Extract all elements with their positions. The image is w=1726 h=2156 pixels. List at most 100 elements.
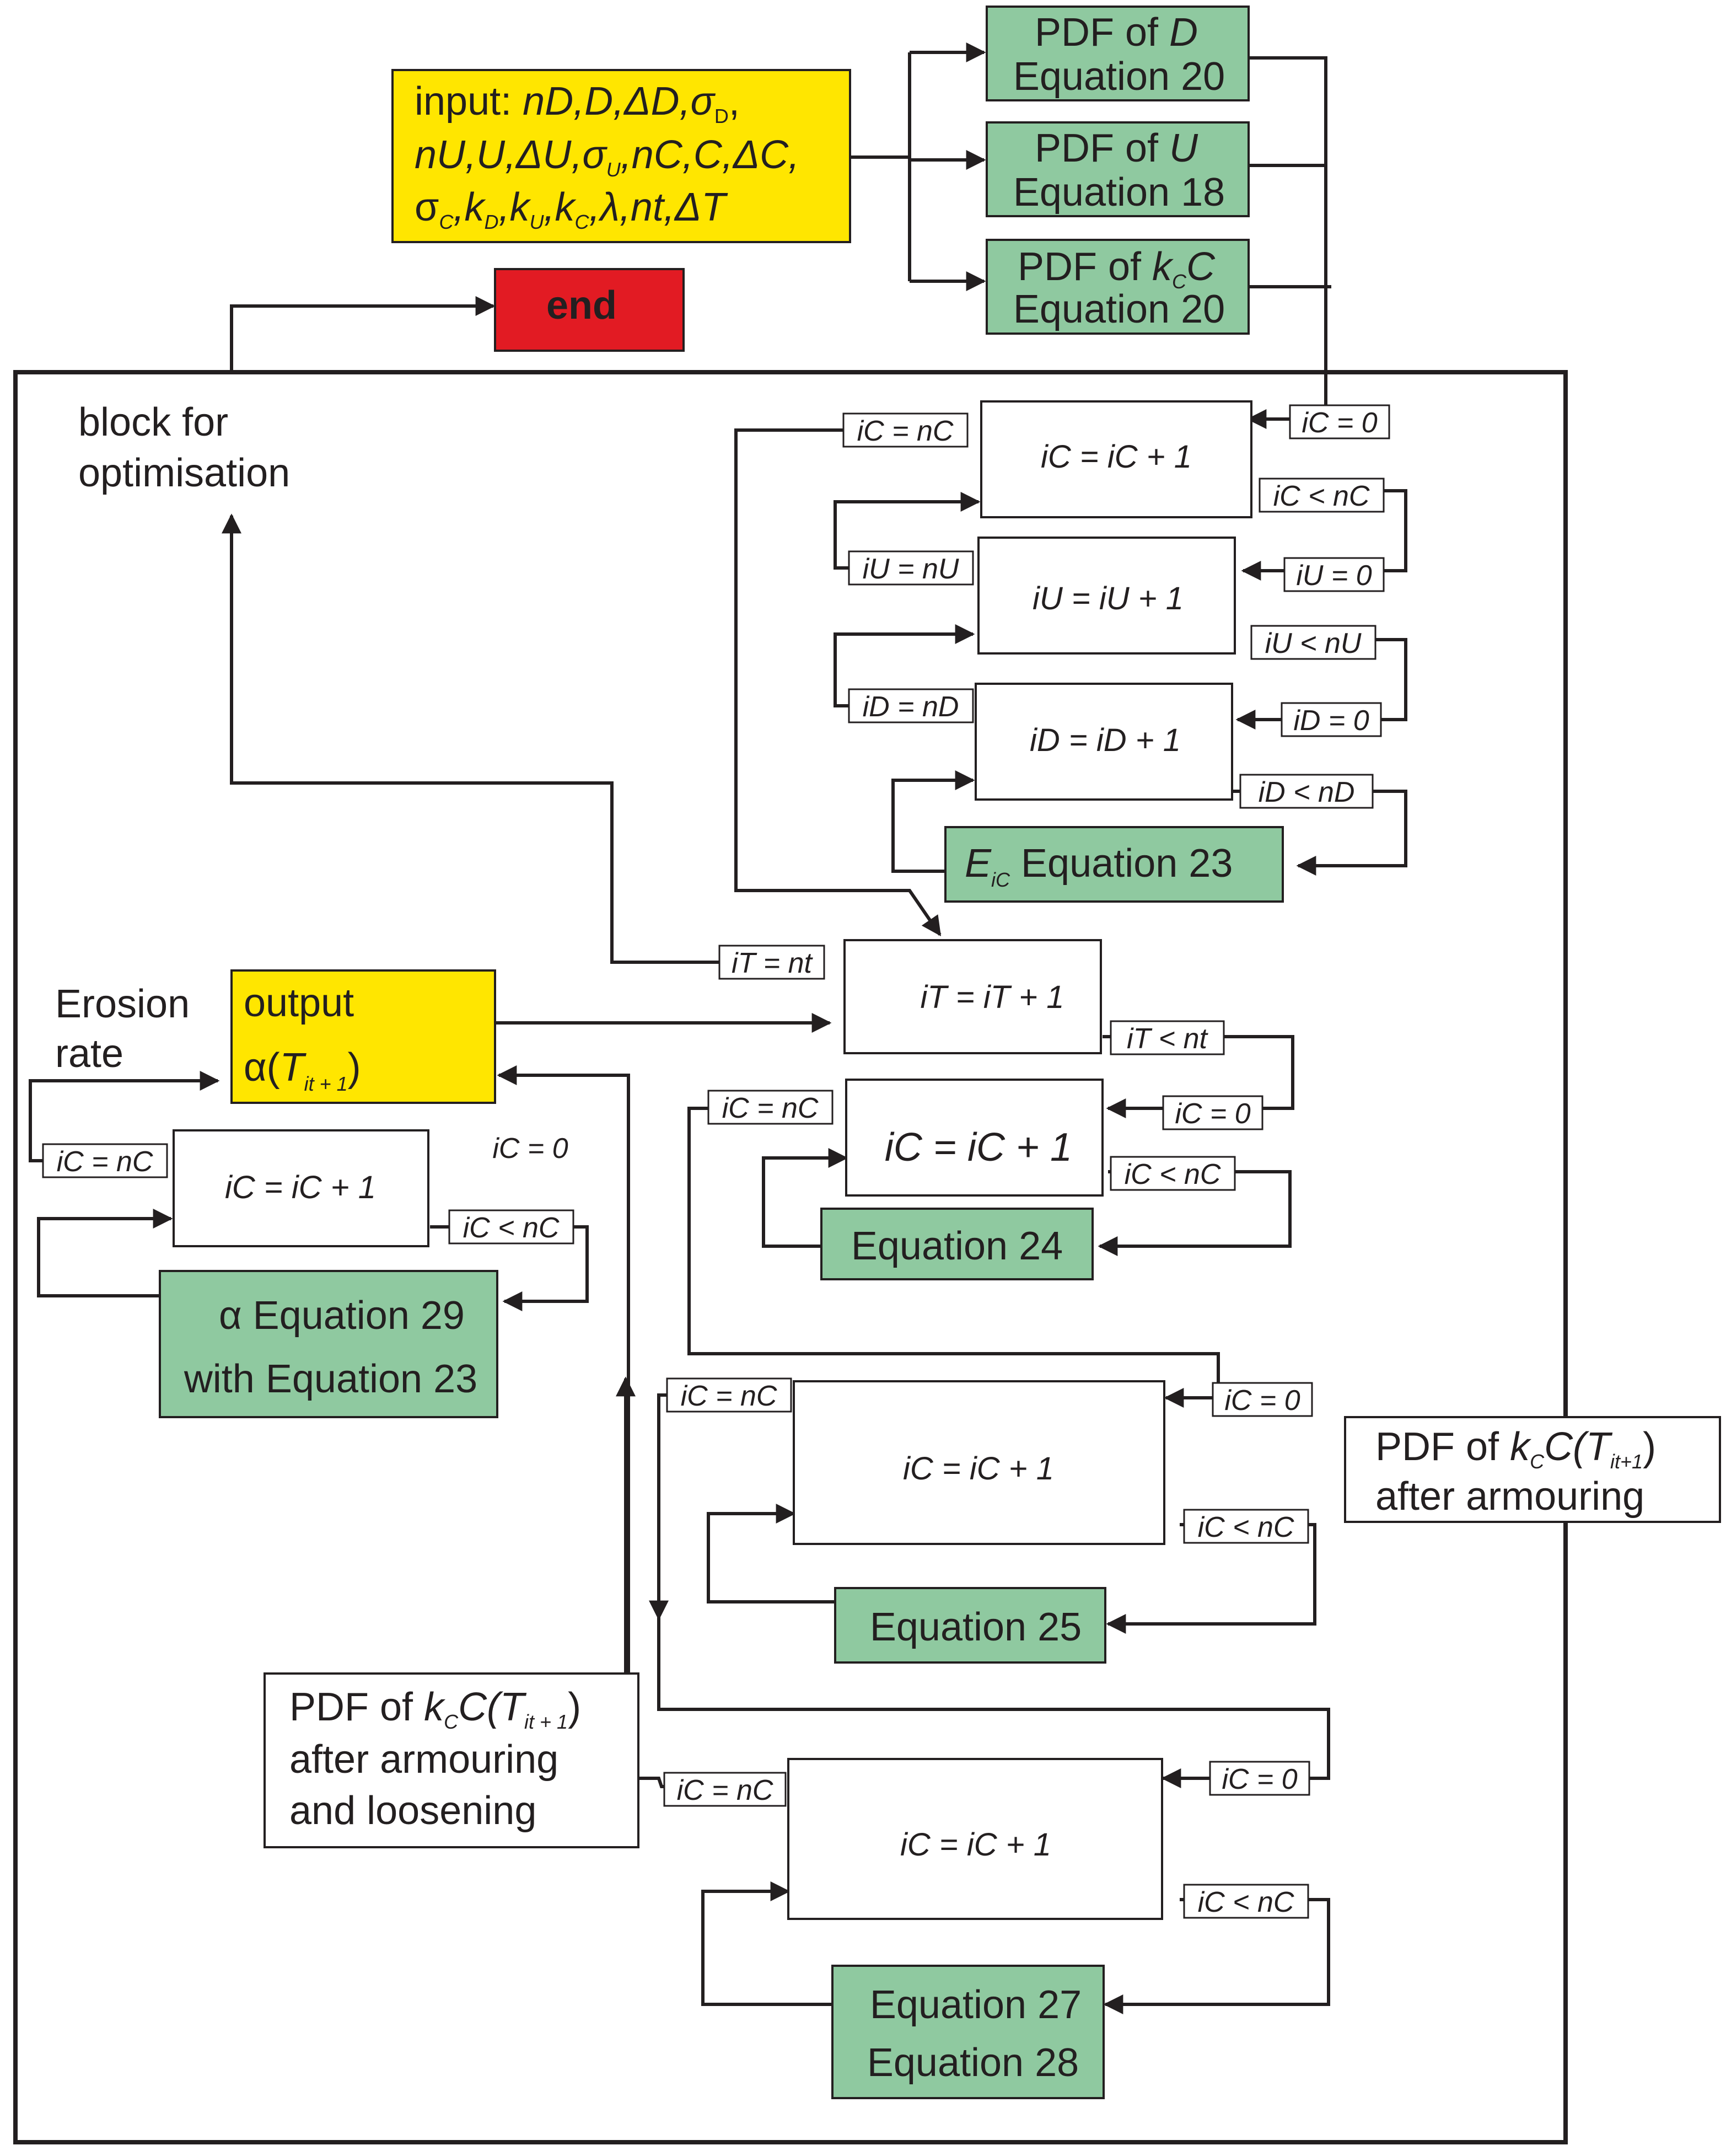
svg-text:PDF of kCC(Tit + 1): PDF of kCC(Tit + 1) [289,1685,581,1733]
eq24-return-arrow [762,1148,848,1248]
loop-eq25-exit: iC = nC [681,1380,777,1412]
pdf-d-box: PDF of D Equation 20 [986,6,1250,101]
eq27-exit-arrow [497,1065,667,1788]
input-line1-sub: D [714,105,729,127]
loop-eq27-exit: iC = nC [677,1774,773,1806]
loop-id-init: iD = 0 [1293,705,1369,737]
pdf-loosen-title: PDF of [289,1685,424,1729]
pdf-d-equation: Equation 20 [1013,55,1225,99]
end-label: end [546,283,617,328]
loop-it: iT = iT + 1 iT = nt iT < nt [718,939,1225,1055]
input-line2: nU,U,ΔU,σ [415,133,607,177]
svg-text:PDF of kCC(Tit+1): PDF of kCC(Tit+1) [1375,1425,1656,1473]
erosion-line2: rate [55,1032,123,1076]
block-label-line2: optimisation [78,451,290,495]
eq27-line2: Equation 28 [867,2041,1079,2085]
pdf-d-title: PDF of [1035,10,1169,55]
loop-eq25-init: iC = 0 [1224,1385,1300,1417]
loop-eq27-body: iC = iC + 1 [900,1827,1051,1863]
input-k2: ,k [498,185,531,229]
input-prefix: input: [415,79,523,124]
loop-eq25-body: iC = iC + 1 [903,1451,1054,1487]
eq27-box: Equation 27 Equation 28 [831,1965,1105,2099]
input-k1: ,k [453,185,486,229]
loop-alpha: iC = iC + 1 iC = nC iC = 0 iC < nC [42,1129,574,1247]
loop-alpha-body: iC = iC + 1 [225,1170,376,1205]
eq25-label: Equation 25 [870,1605,1082,1649]
output-t: T [280,1045,307,1090]
input-line2-sub: U [606,158,621,181]
end-box: end [494,268,685,352]
alpha-exit-arrow [29,1071,220,1162]
alpha-return-arrow [37,1209,173,1297]
loop-ic-top-init: iC = 0 [1302,407,1377,439]
svg-text:PDF of D: PDF of D [1035,10,1198,55]
eq24-exit-line [687,1107,1220,1398]
pdf-loosen-line2: after armouring [289,1737,558,1782]
block-label-line1: block for [78,400,228,444]
loop-eq27-init: iC = 0 [1222,1763,1297,1795]
iu-exit-arrow [834,492,981,570]
pdf-loosen-t: T [500,1685,527,1729]
pdf-kc-c: C [1186,245,1216,289]
loop-ic-top-body: iC = iC + 1 [1041,439,1192,475]
loop-eq27-cont: iC < nC [1198,1886,1294,1918]
pdf-loosen-sub: C [444,1710,459,1733]
loop-eq24-body: iC = iC + 1 [885,1125,1072,1170]
loop-iu-cont: iU < nU [1265,628,1362,659]
eq24-label: Equation 24 [851,1224,1063,1268]
erosion-line1: Erosion [55,982,190,1026]
pdf-loosen-box: PDF of kCC(Tit + 1) after armouring and … [264,1672,639,1848]
pdf-loosen-close: ) [568,1685,581,1729]
optimisation-block-frame [13,370,1568,2144]
eq27-return-arrow [701,1881,832,2006]
it-exit-arrow [222,513,722,964]
input-box: input: nD,D,ΔD,σD, nU,U,ΔU,σU,nC,C,ΔC, σ… [391,69,851,243]
pdf-kc-k: k [1152,245,1174,289]
svg-text:α(Tit + 1): α(Tit + 1) [244,1045,361,1095]
loop-eq24: iC = iC + 1 iC = nC iC = 0 iC < nC [707,1079,1263,1197]
pdf-kc-box: PDF of kCC Equation 20 [986,239,1250,335]
pdf-kc-title: PDF of [1018,245,1152,289]
ic-top-exit-arrow [734,428,942,936]
eic-e: E [965,841,992,886]
loop-alpha-cont: iC < nC [463,1212,560,1244]
alpha-eq-line2: with Equation 23 [184,1357,477,1401]
output-line1: output [244,981,354,1025]
loop-id: iD = iD + 1 iD = nD iD = 0 iD < nD [848,683,1382,809]
eq27-line1: Equation 27 [870,1983,1082,2027]
loop-eq24-cont: iC < nC [1125,1159,1221,1190]
eq25-box: Equation 25 [834,1587,1106,1664]
input-end: ,λ,nt,ΔT [589,185,728,229]
loop-eq24-init: iC = 0 [1175,1098,1250,1130]
eic-equation-box: EiC Equation 23 [944,826,1284,903]
pdf-kc-sub: C [1172,270,1187,293]
input-k3: ,k [544,185,577,229]
pdf-u-box: PDF of U Equation 18 [986,121,1250,217]
input-sub-u: U [529,211,544,233]
eic-rest: Equation 23 [1010,841,1233,886]
loop-id-cont: iD < nD [1259,776,1355,808]
loop-eq25: iC = iC + 1 iC = nC iC = 0 iC < nC [666,1377,1313,1545]
eq25-return-arrow [707,1504,835,1603]
pdf-armour-title: PDF of [1375,1425,1510,1469]
pdf-u-equation: Equation 18 [1013,170,1225,214]
svg-text:EiC Equation 23: EiC Equation 23 [965,841,1233,891]
eic-return-arrow [891,770,975,873]
pdf-armour-k: k [1510,1425,1532,1469]
output-sub: it + 1 [304,1072,348,1095]
loop-it-exit: iT = nt [732,947,813,979]
svg-text:PDF of kCC: PDF of kCC [1018,245,1216,293]
input-line1-vars: nD,D,ΔD,σ [523,79,716,124]
pdf-d-var: D [1169,10,1198,55]
pdf-armour-close: ) [1643,1425,1656,1469]
loop-alpha-init: iC = 0 [492,1133,568,1165]
arrow-to-end [230,296,496,372]
pdf-loosen-k: k [424,1685,446,1729]
alpha-equation-box: α Equation 29 with Equation 23 [159,1270,498,1418]
pdf-u-title: PDF of [1035,126,1169,170]
output-close: ) [348,1045,361,1090]
loop-iu: iU = iU + 1 iU = nU iU = 0 iU < nU [848,537,1385,660]
input-sub-c: C [439,211,454,233]
